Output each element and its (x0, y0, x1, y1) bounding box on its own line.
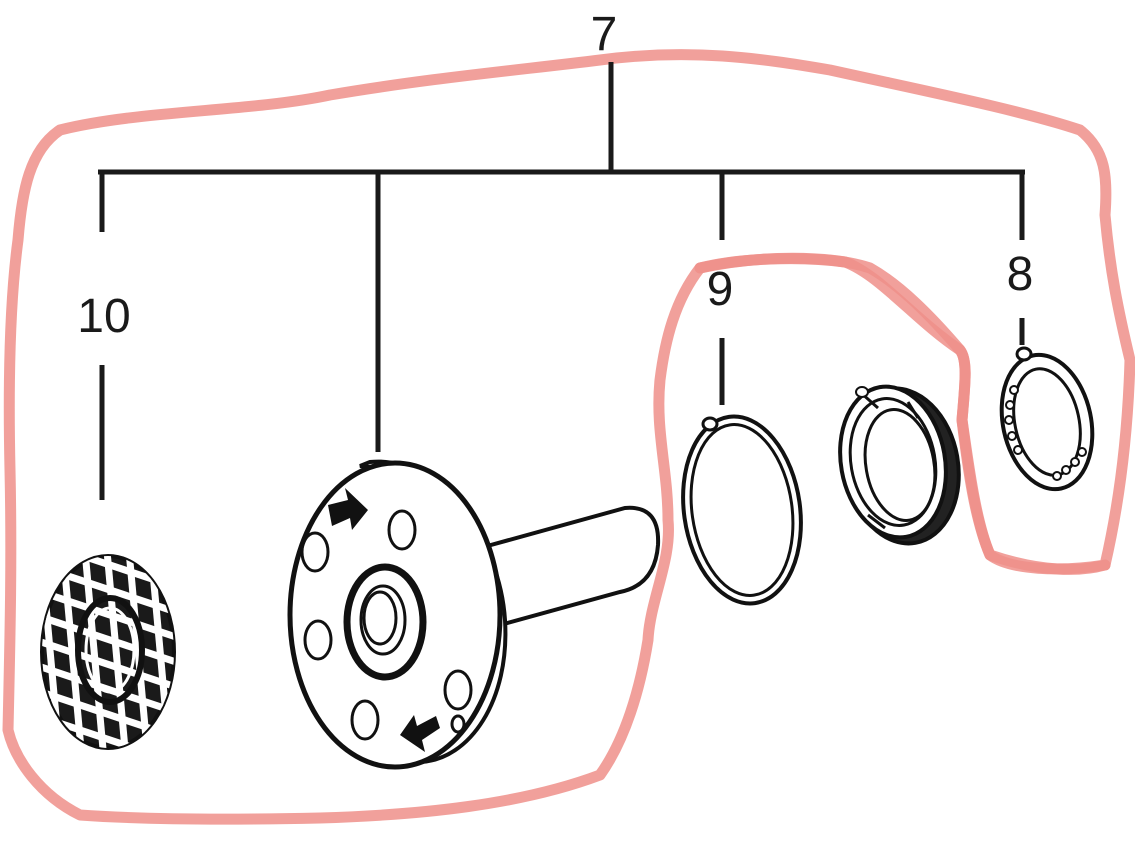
highlight-outline-seal-group (694, 252, 1111, 575)
screen-filter-part (40, 554, 176, 750)
callout-seal-ring: 9 (707, 263, 734, 316)
rotation-arrow-icon (400, 715, 440, 752)
callout-bearing-ring: 8 (1007, 248, 1034, 301)
callout-assembly: 7 (591, 8, 618, 61)
seal-ring-part (681, 414, 803, 606)
callout-tree (98, 62, 1025, 500)
rotation-arrow-icon (328, 488, 368, 530)
callout-screen: 10 (77, 290, 130, 343)
bearing-ring-part (999, 346, 1095, 492)
bushing-part (838, 384, 961, 546)
shaft-flange-part (287, 459, 661, 770)
